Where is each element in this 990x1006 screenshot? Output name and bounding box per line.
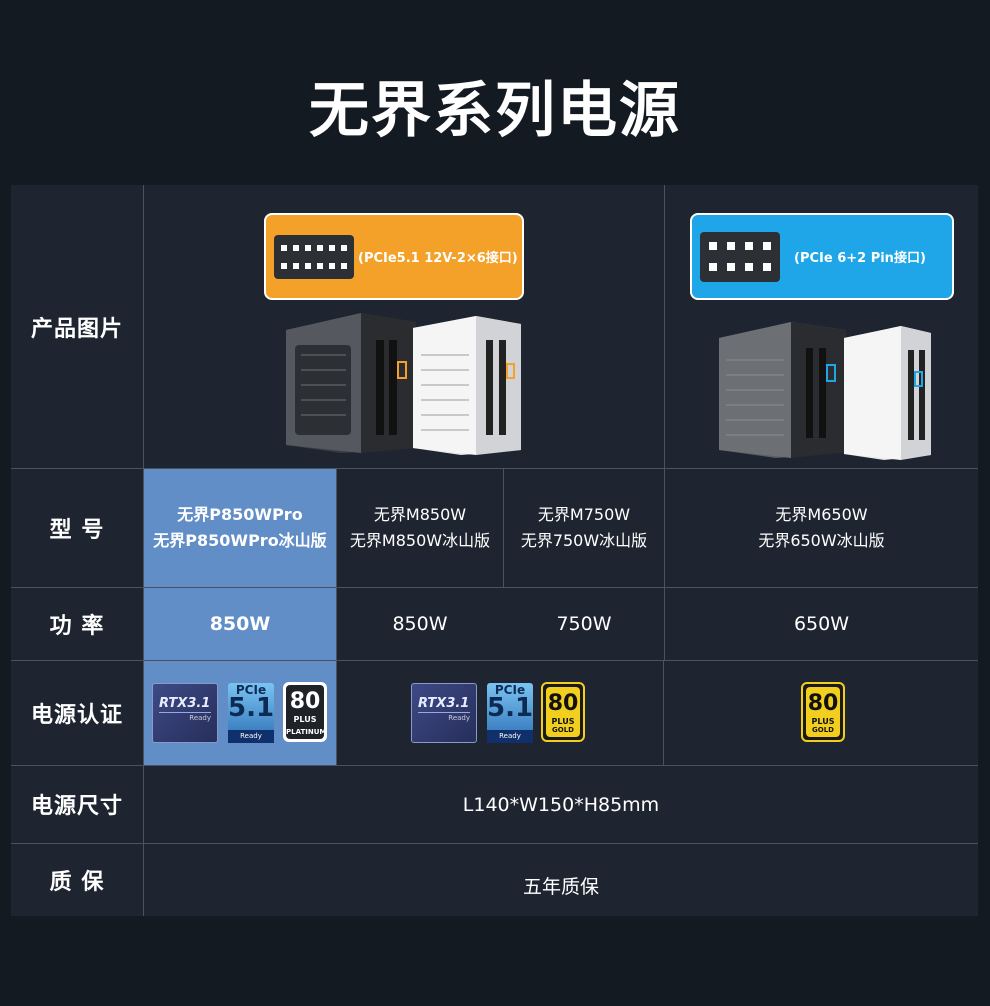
power-cell-m850w: 850W xyxy=(392,613,448,635)
page-title: 无界系列电源 xyxy=(309,76,681,146)
warranty-value: 五年质保 xyxy=(522,875,599,898)
spec-table: 产品图片 型 号 功 率 电源认证 电源尺寸 质 保 (PCIe5.1 12V-… xyxy=(11,185,978,916)
connector-8pin-icon xyxy=(700,231,780,282)
connector-badge-12v2x6: (PCIe5.1 12V-2×6接口) xyxy=(264,213,524,300)
80plus-gold-badge: 80 PLUS GOLD xyxy=(541,682,585,742)
connector-label-left: (PCIe5.1 12V-2×6接口) xyxy=(358,251,518,266)
model-cell-m850w: 无界M850W 无界M850W冰山版 xyxy=(337,469,503,587)
size-value: L140*W150*H85mm xyxy=(462,793,660,816)
psu-image-m650 xyxy=(719,322,931,460)
power-cell-m750w: 750W xyxy=(556,613,612,635)
model-variant: 无界750W冰山版 xyxy=(520,531,648,550)
model-name: 无界P850WPro xyxy=(177,505,303,524)
connector-12v2x6-icon xyxy=(274,234,354,279)
power-cell-m650w: 650W xyxy=(793,613,850,635)
model-variant: 无界650W冰山版 xyxy=(758,531,885,550)
model-name: 无界M850W xyxy=(373,505,467,524)
row-header-warranty: 质 保 xyxy=(49,869,105,895)
row-header-image: 产品图片 xyxy=(30,316,123,342)
row-header-size: 电源尺寸 xyxy=(30,794,123,819)
row-header-power: 功 率 xyxy=(49,613,105,639)
model-name: 无界M750W xyxy=(537,505,631,524)
row-header-model: 型 号 xyxy=(49,517,105,543)
rtx31-ready-badge: RTX3.1 Ready xyxy=(152,683,218,743)
connector-label-right: (PCIe 6+2 Pin接口) xyxy=(794,251,926,266)
model-variant: 无界P850WPro冰山版 xyxy=(153,531,327,550)
pcie51-ready-badge: PCIe 5.1 Ready xyxy=(487,683,533,743)
connector-badge-pcie-8pin: (PCIe 6+2 Pin接口) xyxy=(690,213,954,300)
power-cell-p850wpro: 850W xyxy=(144,588,336,660)
model-variant: 无界M850W冰山版 xyxy=(349,531,491,550)
pcie51-ready-badge: PCIe 5.1 Ready xyxy=(228,683,274,743)
80plus-gold-badge: 80 PLUS GOLD xyxy=(801,682,845,742)
model-cell-p850wpro: 无界P850WPro 无界P850WPro冰山版 xyxy=(144,469,336,587)
80plus-platinum-badge: 80 PLUS PLATINUM xyxy=(283,682,327,742)
model-cell-m750w: 无界M750W 无界750W冰山版 xyxy=(504,469,664,587)
rtx31-ready-badge: RTX3.1 Ready xyxy=(411,683,477,743)
row-header-cert: 电源认证 xyxy=(30,702,123,728)
model-cell-m650w: 无界M650W 无界650W冰山版 xyxy=(665,469,978,587)
model-name: 无界M650W xyxy=(775,505,868,524)
psu-image-p850-m850-m750 xyxy=(286,313,521,455)
